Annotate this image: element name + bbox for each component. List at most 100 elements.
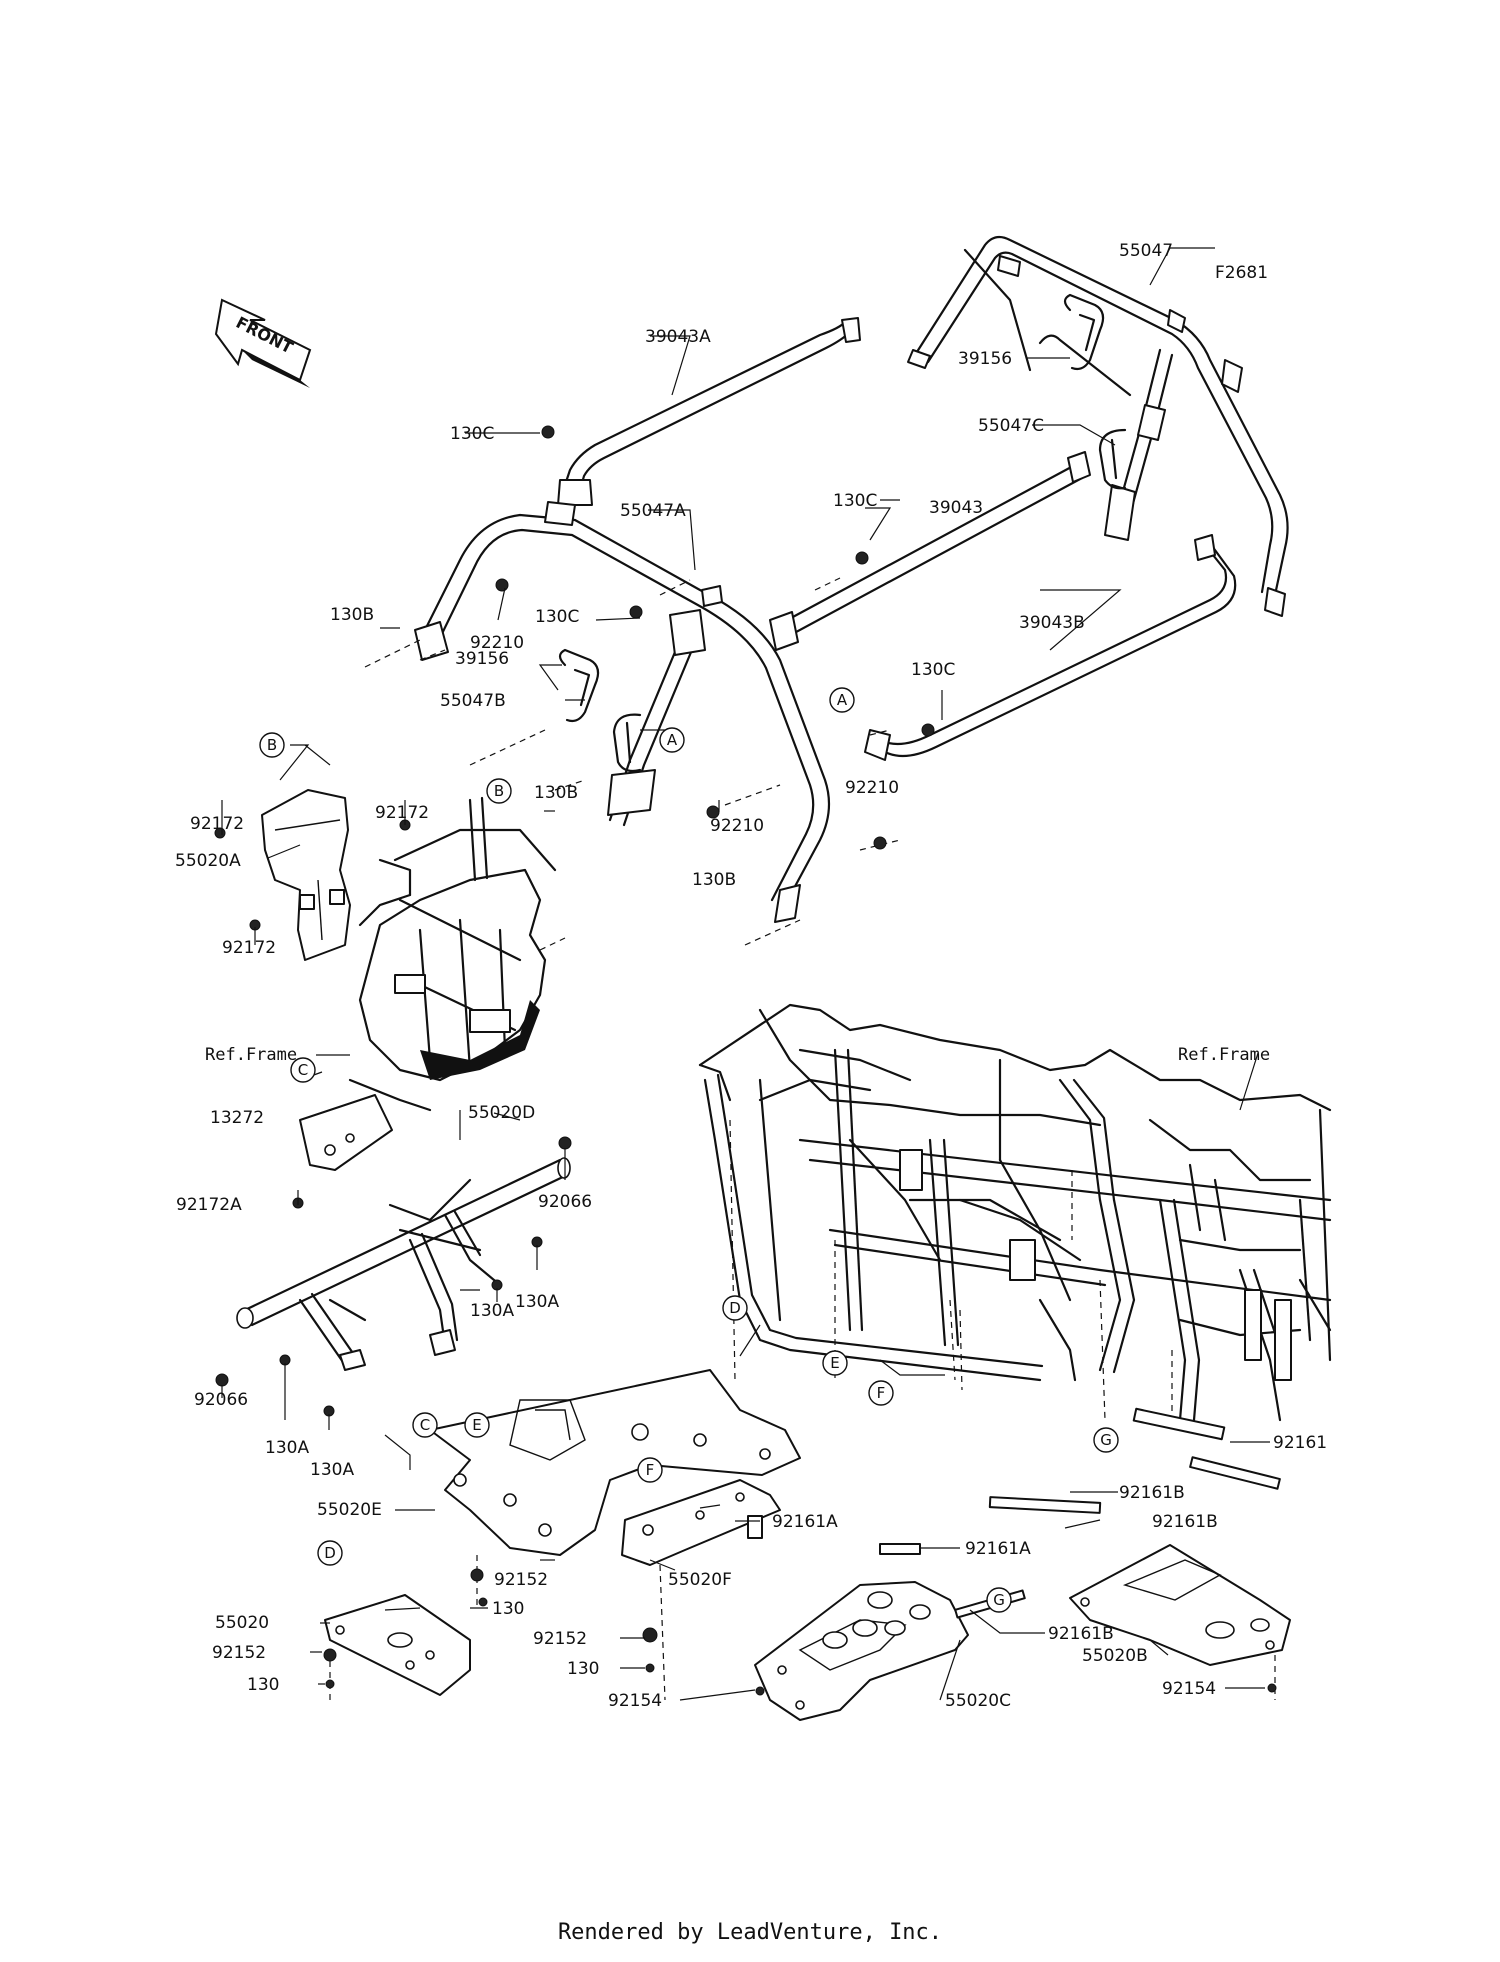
rear-rops-55047 [907,235,1289,617]
svg-text:D: D [729,1299,741,1317]
svg-text:E: E [472,1416,481,1434]
crossbar-39043 [769,451,1091,651]
handle-55047C [1098,428,1127,490]
label-92152-1: 92152 [494,1570,548,1590]
label-130C-4: 130C [911,660,955,680]
label-130-2: 130 [567,1659,599,1679]
svg-text:C: C [298,1061,308,1079]
svg-text:F: F [646,1461,655,1479]
svg-text:F: F [877,1384,886,1402]
label-92172-1: 92172 [190,814,244,834]
plate-55020F [621,1479,781,1566]
label-92161B-3: 92161B [1048,1624,1114,1644]
label-92161A-2: 92161A [965,1539,1031,1559]
label-130B-3: 130B [692,870,736,890]
label-130-1: 130 [492,1599,524,1619]
label-92210-1: 92210 [470,633,524,653]
label-ref-frame-left: Ref.Frame [205,1045,297,1065]
svg-text:A: A [667,731,678,749]
label-39156-top: 39156 [958,349,1012,369]
label-130A-3: 130A [265,1438,309,1458]
guard-frame-55020D [236,1157,571,1371]
figure-code: F2681 [1215,263,1268,283]
label-55020E: 55020E [317,1500,382,1520]
label-39156-mid: 39156 [455,649,509,669]
svg-text:A: A [837,691,848,709]
svg-text:D: D [324,1544,336,1562]
front-arrow-icon: FRONT [214,298,312,388]
label-55047: 55047 [1119,241,1173,261]
ref-marker-e-1: E [822,1350,848,1376]
label-130C-2: 130C [833,491,877,511]
svg-text:B: B [494,782,504,800]
ref-marker-d-1: D [722,1295,748,1321]
ref-marker-e-2: E [464,1412,490,1438]
label-130A-1: 130A [515,1292,559,1312]
skid-plate-55020B [1069,1544,1291,1666]
ref-frame-left [348,796,557,1112]
ref-marker-c-1: C [290,1057,316,1083]
ref-marker-a-1: A [659,727,685,753]
ref-marker-b-2: B [486,778,512,804]
label-39043: 39043 [929,498,983,518]
svg-text:E: E [830,1354,839,1372]
label-92210-3: 92210 [710,816,764,836]
label-92066-1: 92066 [538,1192,592,1212]
grab-handle-39156-mid [558,648,600,723]
label-55020: 55020 [215,1613,269,1633]
ref-marker-c-2: C [412,1412,438,1438]
label-92161B-1: 92161B [1119,1483,1185,1503]
label-ref-frame-right: Ref.Frame [1178,1045,1270,1065]
label-130B-1: 130B [330,605,374,625]
label-92210-2: 92210 [845,778,899,798]
label-13272: 13272 [210,1108,264,1128]
label-92172-2: 92172 [375,803,429,823]
grab-handle-39156-top [1063,293,1105,371]
label-92152-2: 92152 [533,1629,587,1649]
label-55047B: 55047B [440,691,506,711]
label-130-3: 130 [247,1675,279,1695]
svg-text:B: B [267,736,277,754]
ref-marker-f-1: F [868,1380,894,1406]
label-130A-2: 130A [470,1301,514,1321]
label-92172-3: 92172 [222,938,276,958]
label-39043A: 39043A [645,327,711,347]
skid-plate-55020C [754,1581,969,1721]
label-92152-3: 92152 [212,1643,266,1663]
label-92154-1: 92154 [608,1691,662,1711]
label-92154-2: 92154 [1162,1679,1216,1699]
ref-marker-b-1: B [259,732,285,758]
footer-credit: Rendered by LeadVenture, Inc. [557,1920,943,1945]
label-92161A-1: 92161A [772,1512,838,1532]
front-rops-55047A [414,501,831,923]
label-92172A: 92172A [176,1195,242,1215]
label-92066-2: 92066 [194,1390,248,1410]
fasteners [214,425,1281,1696]
label-130C-3: 130C [535,607,579,627]
svg-text:C: C [420,1416,430,1434]
label-92161B-2: 92161B [1152,1512,1218,1532]
ref-marker-f-2: F [637,1457,663,1483]
label-55020F: 55020F [668,1570,732,1590]
cover-55020A [261,789,351,961]
bar-39043B [864,534,1237,761]
plate-55020 [324,1594,471,1696]
plate-13272 [299,1094,393,1171]
leader-lines [221,247,1270,1701]
label-55020B: 55020B [1082,1646,1148,1666]
skid-plate-55020E [429,1369,801,1556]
ref-marker-a-2: A [829,687,855,713]
label-92161: 92161 [1273,1433,1327,1453]
bar-39043A [557,317,861,506]
label-55047C: 55047C [978,416,1044,436]
reference-leaders [329,577,1276,1701]
label-55020A: 55020A [175,851,241,871]
label-55020D: 55020D [468,1103,535,1123]
ref-marker-g-1: G [1093,1427,1119,1453]
label-130B-2: 130B [534,783,578,803]
ref-marker-d-2: D [317,1540,343,1566]
label-39043B: 39043B [1019,613,1085,633]
svg-text:G: G [1100,1431,1112,1449]
label-55020C: 55020C [945,1691,1011,1711]
